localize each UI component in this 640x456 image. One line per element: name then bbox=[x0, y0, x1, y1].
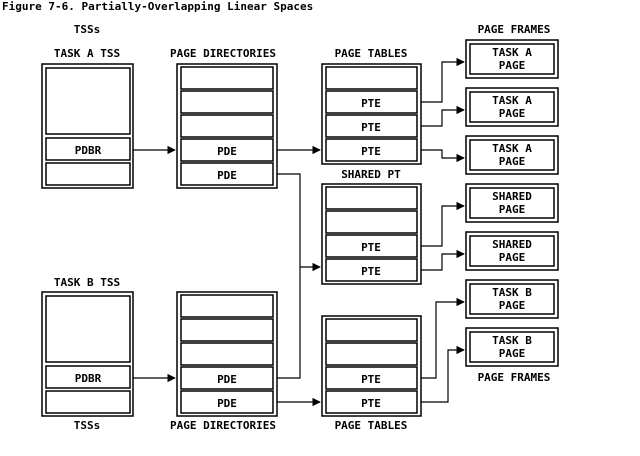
heading-shared-pt: SHARED PT bbox=[341, 168, 401, 181]
heading-task-a-tss: TASK A TSS bbox=[54, 47, 120, 60]
heading-page-directories-bottom: PAGE DIRECTORIES bbox=[170, 419, 276, 432]
page-frame-task-a-2: TASK A PAGE bbox=[465, 87, 559, 127]
page-frame-task-b-1: TASK B PAGE bbox=[465, 279, 559, 319]
page-frame-shared-2: SHARED PAGE bbox=[465, 231, 559, 271]
task-a-pte-2: PTE bbox=[361, 121, 381, 134]
svg-text:TASK A: TASK A bbox=[492, 94, 532, 107]
page-table-task-a: PTE PTE PTE bbox=[321, 63, 422, 165]
page-frame-task-a-3: TASK A PAGE bbox=[465, 135, 559, 175]
svg-text:PAGE: PAGE bbox=[499, 155, 526, 168]
svg-text:PAGE: PAGE bbox=[499, 299, 526, 312]
page-frame-task-b-2: TASK B PAGE bbox=[465, 327, 559, 367]
task-b-tss: PDBR bbox=[41, 291, 134, 417]
svg-text:PAGE: PAGE bbox=[499, 347, 526, 360]
svg-text:SHARED: SHARED bbox=[492, 190, 532, 203]
arrow-shared-pte1-to-frame bbox=[421, 201, 465, 247]
shared-pte-2: PTE bbox=[361, 265, 381, 278]
task-b-pte-1: PTE bbox=[361, 373, 381, 386]
arrow-pte-a1-to-frame bbox=[421, 57, 465, 103]
shared-page-table: PTE PTE bbox=[321, 183, 422, 285]
arrow-pte-a2-to-frame bbox=[421, 105, 465, 127]
heading-tss-top: TSSs bbox=[74, 23, 101, 36]
heading-page-tables-bottom: PAGE TABLES bbox=[335, 419, 408, 432]
heading-page-frames-top: PAGE FRAMES bbox=[478, 23, 551, 36]
page-frames: TASK A PAGE TASK A PAGE TASK A PAGE SHAR… bbox=[465, 39, 559, 367]
arrow-shared-pte2-to-frame bbox=[421, 249, 465, 271]
task-a-tss: PDBR bbox=[41, 63, 134, 189]
page-table-task-b: PTE PTE bbox=[321, 315, 422, 417]
figure-caption: Figure 7-6. Partially-Overlapping Linear… bbox=[2, 0, 313, 13]
arrow-pte-a3-to-frame bbox=[421, 149, 465, 163]
task-a-pdbr: PDBR bbox=[75, 144, 102, 157]
svg-text:TASK B: TASK B bbox=[492, 334, 532, 347]
heading-tss-bottom: TSSs bbox=[74, 419, 101, 432]
svg-text:TASK A: TASK A bbox=[492, 142, 532, 155]
connectors bbox=[133, 57, 465, 407]
task-b-pte-2: PTE bbox=[361, 397, 381, 410]
page-frame-shared-1: SHARED PAGE bbox=[465, 183, 559, 223]
line-pde-to-shared-bus bbox=[277, 173, 301, 379]
page-directory-task-b: PDE PDE bbox=[176, 291, 278, 417]
heading-page-tables-top: PAGE TABLES bbox=[335, 47, 408, 60]
heading-page-directories-top: PAGE DIRECTORIES bbox=[170, 47, 276, 60]
svg-text:PAGE: PAGE bbox=[499, 203, 526, 216]
svg-text:TASK B: TASK B bbox=[492, 286, 532, 299]
task-b-pdbr: PDBR bbox=[75, 372, 102, 385]
task-a-pde-1: PDE bbox=[217, 145, 237, 158]
task-a-pte-3: PTE bbox=[361, 145, 381, 158]
svg-text:PAGE: PAGE bbox=[499, 107, 526, 120]
svg-text:SHARED: SHARED bbox=[492, 238, 532, 251]
task-b-pde-2: PDE bbox=[217, 397, 237, 410]
task-a-pte-1: PTE bbox=[361, 97, 381, 110]
heading-page-frames-bottom: PAGE FRAMES bbox=[478, 371, 551, 384]
page-frame-task-a-1: TASK A PAGE bbox=[465, 39, 559, 79]
svg-text:TASK A: TASK A bbox=[492, 46, 532, 59]
task-a-pde-2: PDE bbox=[217, 169, 237, 182]
arrow-pte-b2-to-frame bbox=[421, 345, 465, 403]
svg-text:PAGE: PAGE bbox=[499, 59, 526, 72]
heading-task-b-tss: TASK B TSS bbox=[54, 276, 120, 289]
page-directory-task-a: PDE PDE bbox=[176, 63, 278, 189]
arrow-pte-b1-to-frame bbox=[421, 297, 465, 379]
svg-text:PAGE: PAGE bbox=[499, 251, 526, 264]
task-b-pde-1: PDE bbox=[217, 373, 237, 386]
shared-pte-1: PTE bbox=[361, 241, 381, 254]
